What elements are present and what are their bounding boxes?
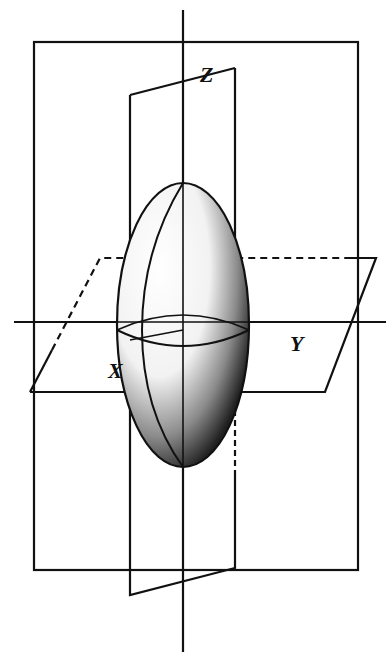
axis-label: X [108, 360, 123, 382]
z-axis [182, 10, 184, 652]
axis-label: Z [200, 64, 213, 86]
y-axis-inside [117, 321, 249, 322]
ellipsoid-meridian [142, 183, 183, 467]
x-axis [130, 330, 183, 340]
yz-plane [34, 42, 358, 570]
axis-label: Y [290, 333, 303, 355]
xy-plane-edge [30, 350, 52, 392]
z-axis-inside [182, 183, 184, 467]
ellipsoid [117, 183, 249, 467]
